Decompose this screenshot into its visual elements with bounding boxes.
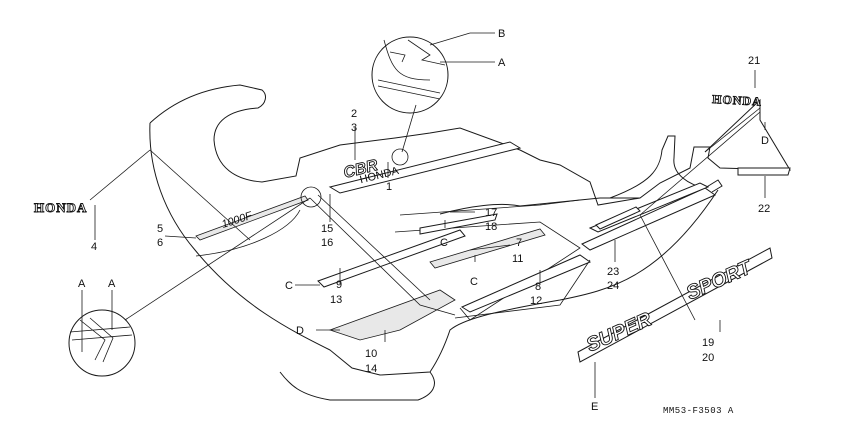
callout-17: 17 xyxy=(485,207,497,219)
letter-e: E xyxy=(591,401,598,413)
letter-d-left: D xyxy=(296,325,304,337)
sport-text: SPORT xyxy=(683,256,756,305)
honda-emblem-left: HONDA xyxy=(34,200,87,215)
letter-c-3: C xyxy=(470,276,478,288)
detail-circle-top xyxy=(371,36,449,166)
callout-23: 23 xyxy=(607,266,619,278)
callout-20: 20 xyxy=(702,352,714,364)
letter-labels: A B A A C C C D D E xyxy=(78,28,769,413)
callout-21: 21 xyxy=(748,55,760,67)
callout-7: 7 xyxy=(516,237,522,249)
model-emblem: 1000F xyxy=(220,209,255,230)
callout-14: 14 xyxy=(365,363,377,375)
fairing-body xyxy=(149,84,791,401)
detail-circle-bottom xyxy=(68,186,322,377)
callout-22: 22 xyxy=(758,203,770,215)
callout-8: 8 xyxy=(535,281,541,293)
callout-11: 11 xyxy=(512,253,523,265)
callout-labels: 1 2 3 4 5 6 7 8 9 10 11 12 13 14 15 16 1… xyxy=(91,55,770,375)
callout-2: 2 xyxy=(351,108,357,120)
callout-18: 18 xyxy=(485,221,497,233)
letter-c-1: C xyxy=(440,237,448,249)
callout-3: 3 xyxy=(351,122,357,134)
figure-code: MM53-F3503 A xyxy=(663,406,734,416)
callout-16: 16 xyxy=(321,237,333,249)
stripes xyxy=(195,141,791,341)
letter-d-right: D xyxy=(761,135,769,147)
callout-13: 13 xyxy=(330,294,342,306)
callout-4: 4 xyxy=(91,241,97,253)
letter-b-top: B xyxy=(498,28,505,40)
letter-c-2: C xyxy=(285,280,293,292)
honda-emblem-right: HONDA xyxy=(712,92,762,109)
super-text: SUPER xyxy=(583,308,655,356)
leader-lines xyxy=(81,32,766,398)
callout-24: 24 xyxy=(607,280,619,292)
callout-9: 9 xyxy=(336,279,342,291)
callout-5: 5 xyxy=(157,223,163,235)
callout-10: 10 xyxy=(365,348,377,360)
callout-6: 6 xyxy=(157,237,163,249)
letter-a-left: A xyxy=(78,278,86,290)
callout-15: 15 xyxy=(321,223,333,235)
callout-12: 12 xyxy=(530,295,542,307)
letter-a-right: A xyxy=(108,278,116,290)
callout-1: 1 xyxy=(386,181,392,193)
callout-19: 19 xyxy=(702,337,714,349)
letter-a-top: A xyxy=(498,57,506,69)
